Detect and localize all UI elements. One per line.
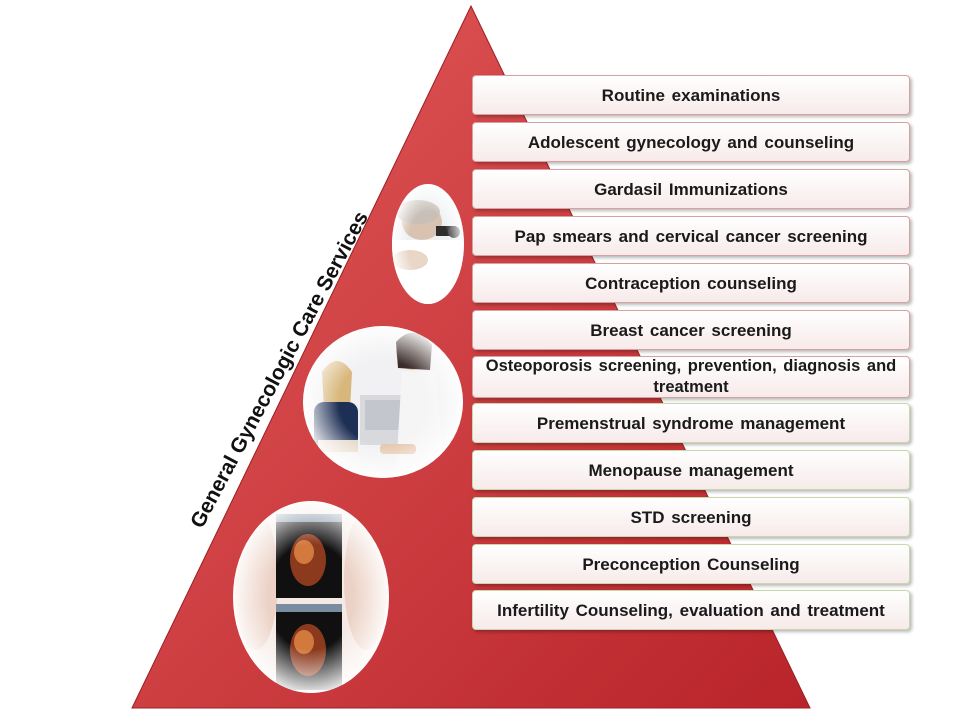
photo-consultation <box>303 326 463 478</box>
service-box-routine-examinations: Routine examinations <box>472 75 910 115</box>
service-box-preconception-counseling: Preconception Counseling <box>472 544 910 584</box>
service-box-infertility-counseling: Infertility Counseling, evaluation and t… <box>472 590 910 630</box>
service-box-premenstrual-syndrome: Premenstrual syndrome management <box>472 403 910 443</box>
photo-doctor-with-otoscope <box>392 184 464 304</box>
service-box-contraception-counseling: Contraception counseling <box>472 263 910 303</box>
service-box-adolescent-gynecology: Adolescent gynecology and counseling <box>472 122 910 162</box>
service-box-breast-cancer-screening: Breast cancer screening <box>472 310 910 350</box>
service-box-menopause-management: Menopause management <box>472 450 910 490</box>
service-box-gardasil-immunizations: Gardasil Immunizations <box>472 169 910 209</box>
photo-ultrasound-prints <box>233 501 389 693</box>
service-box-std-screening: STD screening <box>472 497 910 537</box>
service-box-osteoporosis: Osteoporosis screening, prevention, diag… <box>472 356 910 398</box>
service-box-pap-smears: Pap smears and cervical cancer screening <box>472 216 910 256</box>
